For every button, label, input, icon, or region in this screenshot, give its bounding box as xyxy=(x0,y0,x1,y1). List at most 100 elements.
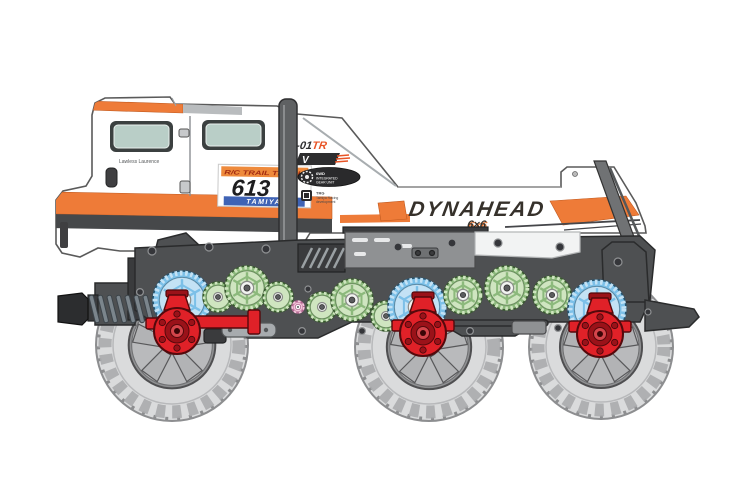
chassis-bolt xyxy=(493,238,503,248)
differential xyxy=(145,289,261,355)
chassis-bolt xyxy=(304,285,312,293)
green-gear xyxy=(262,281,294,313)
diff-bolt xyxy=(158,318,166,327)
b-pillar-bar xyxy=(278,98,298,253)
chassis-bolt xyxy=(644,308,652,316)
bed-underside-panel xyxy=(474,231,581,259)
diff-output-arm xyxy=(191,315,253,329)
differentials xyxy=(145,289,632,358)
svg-text:development: development xyxy=(316,200,335,204)
spring-coil xyxy=(124,294,136,324)
diff-bolt xyxy=(596,313,604,321)
diff-bolt xyxy=(596,347,604,355)
vent-slat xyxy=(300,247,314,269)
diff-bolt xyxy=(188,318,196,327)
bed-stripe-left xyxy=(377,200,408,222)
v-sponsor-logo: V xyxy=(295,153,351,166)
deck-slot xyxy=(354,252,366,256)
chassis-bolt xyxy=(261,244,271,254)
diff-bolt xyxy=(434,320,442,329)
diff-bolt xyxy=(173,344,181,352)
diff-bolt xyxy=(173,310,181,318)
differential xyxy=(391,291,455,357)
diff-bolt xyxy=(581,321,589,330)
bed-logo-title: DYNAHEAD xyxy=(407,198,547,221)
rear-lower-arm xyxy=(644,299,700,332)
rear-side-window xyxy=(202,120,265,150)
link-screw xyxy=(227,327,233,333)
deck-slot xyxy=(352,238,368,242)
diff-bolt xyxy=(611,338,619,347)
trg-badge: TRG Tamiya Racing development xyxy=(301,190,338,204)
roof-stripe-gray xyxy=(183,104,242,115)
rear-pillar-pinstripe xyxy=(302,117,397,187)
rear-link-bracket xyxy=(511,320,547,335)
race-plate-brand: TAMIYA xyxy=(246,199,281,207)
svg-text:INTEGRATED: INTEGRATED xyxy=(316,177,338,181)
svg-text:TRG: TRG xyxy=(316,191,324,196)
vent-slat xyxy=(332,247,346,269)
diff-arm-end xyxy=(247,309,261,335)
race-plate-header: R/C TRAIL TRUCK xyxy=(224,169,305,177)
chassis-bolt xyxy=(298,327,307,336)
chassis-bolt xyxy=(147,246,157,256)
chassis-bolt xyxy=(136,288,145,297)
differential xyxy=(568,292,632,358)
bed-graphics: DYNAHEAD 6×6 6×6 xyxy=(340,171,642,232)
vent-slat xyxy=(308,247,322,269)
bumper-notch xyxy=(60,222,68,248)
link-screw xyxy=(263,327,269,333)
diff-bolt xyxy=(188,335,196,344)
spring-coil xyxy=(97,294,109,324)
driver-name-decal: Lawless Laurence xyxy=(119,159,160,165)
diff-bolt xyxy=(404,337,412,346)
vent-slat xyxy=(324,247,338,269)
green-gear xyxy=(532,275,572,315)
chassis-bolt xyxy=(393,242,403,252)
roof-step-line xyxy=(171,97,177,107)
door-window xyxy=(110,121,173,152)
svg-text:6×6: 6×6 xyxy=(467,220,489,232)
chassis-bolt xyxy=(447,238,457,248)
diff-bolt xyxy=(581,338,589,347)
chassis-bolt xyxy=(555,242,565,252)
door-hinge-lower xyxy=(179,180,191,194)
spring-coil xyxy=(115,294,127,324)
deck-screw xyxy=(428,249,436,257)
chassis-bolt xyxy=(358,327,367,336)
chassis-bolt xyxy=(553,324,562,333)
spring-coil xyxy=(88,294,100,324)
diff-bolt xyxy=(434,337,442,346)
bed-logo-subtitle-group: 6×6 6×6 xyxy=(466,219,489,232)
gear-badge-gear-icon xyxy=(300,170,314,184)
green-gear xyxy=(224,265,270,311)
svg-text:Tamiya Racing: Tamiya Racing xyxy=(316,196,338,200)
lower-stripe-dark xyxy=(56,214,332,233)
body-shell: Lawless Laurence R/C TRAIL TRUCK 613 TAM… xyxy=(55,96,647,258)
diff-bolt xyxy=(419,346,427,354)
green-gear xyxy=(443,275,483,315)
diff-bolt xyxy=(158,335,166,344)
pink-gear xyxy=(291,300,305,314)
svg-text:6WD: 6WD xyxy=(316,171,325,176)
chassis-bolt xyxy=(204,242,214,252)
chassis-bolt xyxy=(466,327,475,336)
sponsor-decals: G6-01TR V 6WD INTEGRATED GEAR UNIT TRG xyxy=(281,140,361,204)
green-gear xyxy=(330,278,374,322)
gear-badge: 6WD INTEGRATED GEAR UNIT xyxy=(297,167,361,187)
headboard-screw-left xyxy=(572,171,578,177)
svg-text:GEAR UNIT: GEAR UNIT xyxy=(316,181,334,185)
chassis-bolt xyxy=(613,257,623,267)
spring-coil xyxy=(106,294,118,324)
diff-bolt xyxy=(404,320,412,329)
door-hinge-upper xyxy=(178,128,190,138)
green-gear xyxy=(484,265,530,311)
diff-bolt xyxy=(611,321,619,330)
deck-screw xyxy=(414,249,422,257)
svg-text:V: V xyxy=(302,155,310,166)
spring-hex-head xyxy=(57,292,89,326)
diff-bolt xyxy=(419,312,427,320)
vent-slat xyxy=(316,247,330,269)
door-handle xyxy=(105,167,118,188)
